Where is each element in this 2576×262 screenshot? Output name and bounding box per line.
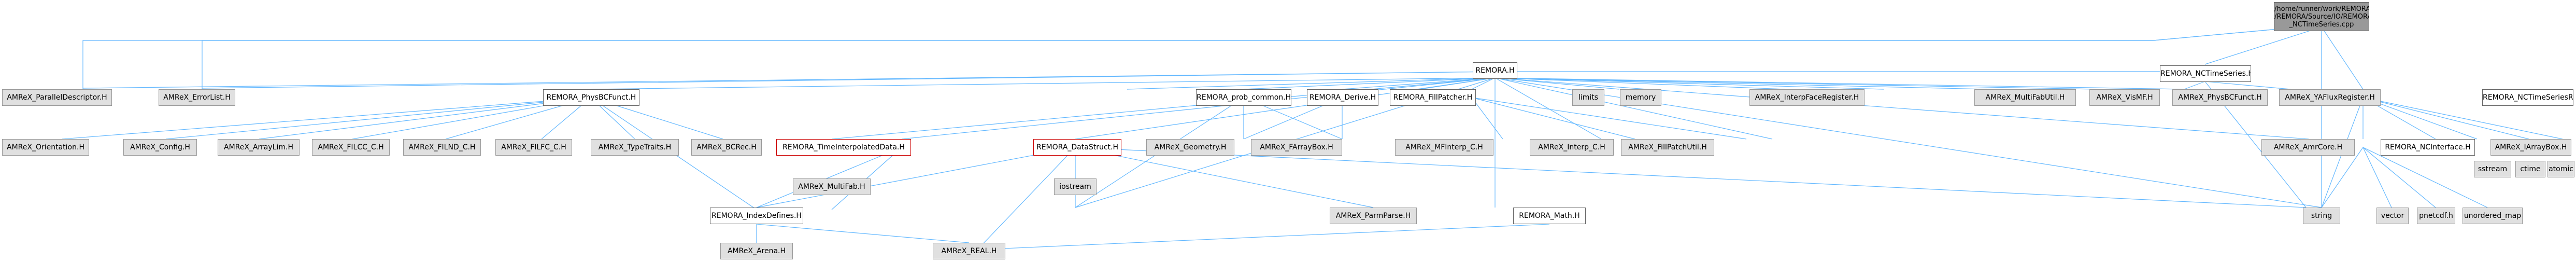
edge: [1342, 77, 1496, 90]
node-bcrec[interactable]: AMReX_BCRec.H: [691, 139, 762, 156]
node-derive[interactable]: REMORA_Derive.H: [1307, 89, 1378, 106]
edge: [1495, 77, 1773, 140]
edge: [82, 26, 2301, 89]
node-filnd[interactable]: AMReX_FILND_C.H: [403, 139, 481, 156]
edge: [901, 77, 1496, 140]
node-vismf[interactable]: AMReX_VisMF.H: [2089, 89, 2160, 106]
edge: [2362, 97, 2563, 140]
edge: [1075, 147, 2307, 208]
node-multifab-util[interactable]: AMReX_MultiFabUtil.H: [1974, 89, 2076, 106]
node-indexdefines[interactable]: REMORA_IndexDefines.H: [710, 208, 803, 224]
node-datastruct[interactable]: REMORA_DataStruct.H: [1033, 139, 1121, 156]
edge: [1471, 97, 1635, 140]
edge: [2184, 81, 2205, 90]
node-errorlist[interactable]: AMReX_ErrorList.H: [159, 89, 235, 106]
node-interp-c[interactable]: AMReX_Interp_C.H: [1530, 139, 1614, 156]
root-node[interactable]: /home/runner/work/REMORA /REMORA/Source/…: [2274, 2, 2369, 31]
edge: [202, 71, 1496, 89]
edge: [1495, 77, 1620, 90]
edge: [2204, 26, 2322, 65]
node-mfinterp[interactable]: AMReX_MFInterp_C.H: [1395, 139, 1493, 156]
edge: [1495, 64, 2205, 72]
node-math[interactable]: REMORA_Math.H: [1513, 208, 1586, 224]
edge: [1495, 77, 2185, 90]
node-orientation[interactable]: AMReX_Orientation.H: [2, 139, 89, 156]
edge: [1495, 77, 1988, 90]
edge: [1075, 77, 1496, 140]
edge: [1495, 77, 1884, 90]
node-iarraybox[interactable]: AMReX_IArrayBox.H: [2490, 139, 2571, 156]
node-fillpatcher[interactable]: REMORA_FillPatcher.H: [1390, 89, 1476, 106]
edge: [1471, 77, 1496, 90]
node-fillpatchutil[interactable]: AMReX_FillPatchUtil.H: [1621, 139, 1714, 156]
edge: [1127, 77, 1496, 90]
node-memory[interactable]: memory: [1620, 89, 1661, 106]
node-ctime[interactable]: ctime: [2515, 161, 2545, 177]
edge: [969, 147, 1076, 259]
edge: [1495, 77, 1786, 90]
edge: [165, 97, 591, 140]
edge: [1471, 97, 1747, 140]
edge: [259, 97, 591, 140]
node-multifab[interactable]: AMReX_MultiFab.H: [793, 178, 871, 195]
node-pnetcdf[interactable]: pnetcdf.h: [2417, 208, 2455, 224]
edge: [1419, 77, 1496, 90]
node-physbcfunct-amrex[interactable]: AMReX_PhysBCFunct.H: [2172, 89, 2268, 106]
node-nctimeseries-h[interactable]: REMORA_NCTimeSeries.H: [2160, 65, 2251, 82]
edge: [2321, 26, 2364, 90]
edge: [62, 97, 591, 140]
node-typetraits[interactable]: AMReX_TypeTraits.H: [591, 139, 679, 156]
edge: [1243, 77, 1496, 90]
edge: [2362, 147, 2392, 208]
node-prob-common[interactable]: REMORA_prob_common.H: [1196, 89, 1291, 106]
edge: [2321, 147, 2364, 208]
node-geometry[interactable]: AMReX_Geometry.H: [1146, 139, 1234, 156]
edge: [2362, 147, 2436, 208]
edge: [756, 224, 970, 243]
edge: [1495, 77, 2309, 140]
node-iostream[interactable]: iostream: [1054, 178, 1097, 195]
node-interp-face-register[interactable]: AMReX_InterpFaceRegister.H: [1749, 89, 1865, 106]
node-yafluxregister[interactable]: AMReX_YAFluxRegister.H: [2279, 89, 2381, 106]
edge: [1075, 147, 1374, 208]
edge: [590, 77, 1496, 90]
node-parmparse[interactable]: AMReX_ParmParse.H: [1330, 208, 1417, 224]
edge: [1471, 97, 1503, 140]
node-limits[interactable]: limits: [1572, 89, 1604, 106]
edge: [969, 224, 1550, 251]
edge: [831, 77, 1496, 140]
node-vector[interactable]: vector: [2376, 208, 2409, 224]
node-filcc[interactable]: AMReX_FILCC_C.H: [312, 139, 390, 156]
edge: [2362, 97, 2529, 140]
node-amrcore[interactable]: AMReX_AmrCore.H: [2261, 139, 2355, 156]
node-config[interactable]: AMReX_Config.H: [123, 139, 197, 156]
node-sstream[interactable]: sstream: [2474, 161, 2511, 177]
node-string[interactable]: string: [2303, 208, 2340, 224]
node-atomic[interactable]: atomic: [2547, 161, 2574, 177]
node-filfc[interactable]: AMReX_FILFC_C.H: [495, 139, 572, 156]
node-physbcfunct[interactable]: REMORA_PhysBCFunct.H: [543, 89, 639, 106]
edge: [756, 147, 1076, 208]
node-nctimeseries-river[interactable]: REMORA_NCTimeSeriesRiver.H: [2482, 89, 2573, 106]
edge: [2362, 97, 2478, 140]
edge: [1495, 77, 1602, 140]
node-ncinterface[interactable]: REMORA_NCInterface.H: [2381, 139, 2475, 156]
node-farraybox[interactable]: AMReX_FArrayBox.H: [1251, 139, 1342, 156]
edge: [2204, 81, 2291, 90]
node-parallel-descriptor[interactable]: AMReX_ParallelDescriptor.H: [2, 89, 112, 106]
node-remora-h[interactable]: REMORA.H: [1473, 62, 1517, 79]
edge: [756, 147, 902, 208]
node-real[interactable]: AMReX_REAL.H: [933, 243, 1005, 259]
node-arraylim[interactable]: AMReX_ArrayLim.H: [218, 139, 300, 156]
node-unordered-map[interactable]: unordered_map: [2463, 208, 2523, 224]
node-arena[interactable]: AMReX_Arena.H: [720, 243, 793, 259]
edge: [2362, 147, 2488, 208]
node-time-interpolated-data[interactable]: REMORA_TimeInterpolatedData.H: [776, 139, 911, 156]
edge: [202, 26, 2301, 89]
